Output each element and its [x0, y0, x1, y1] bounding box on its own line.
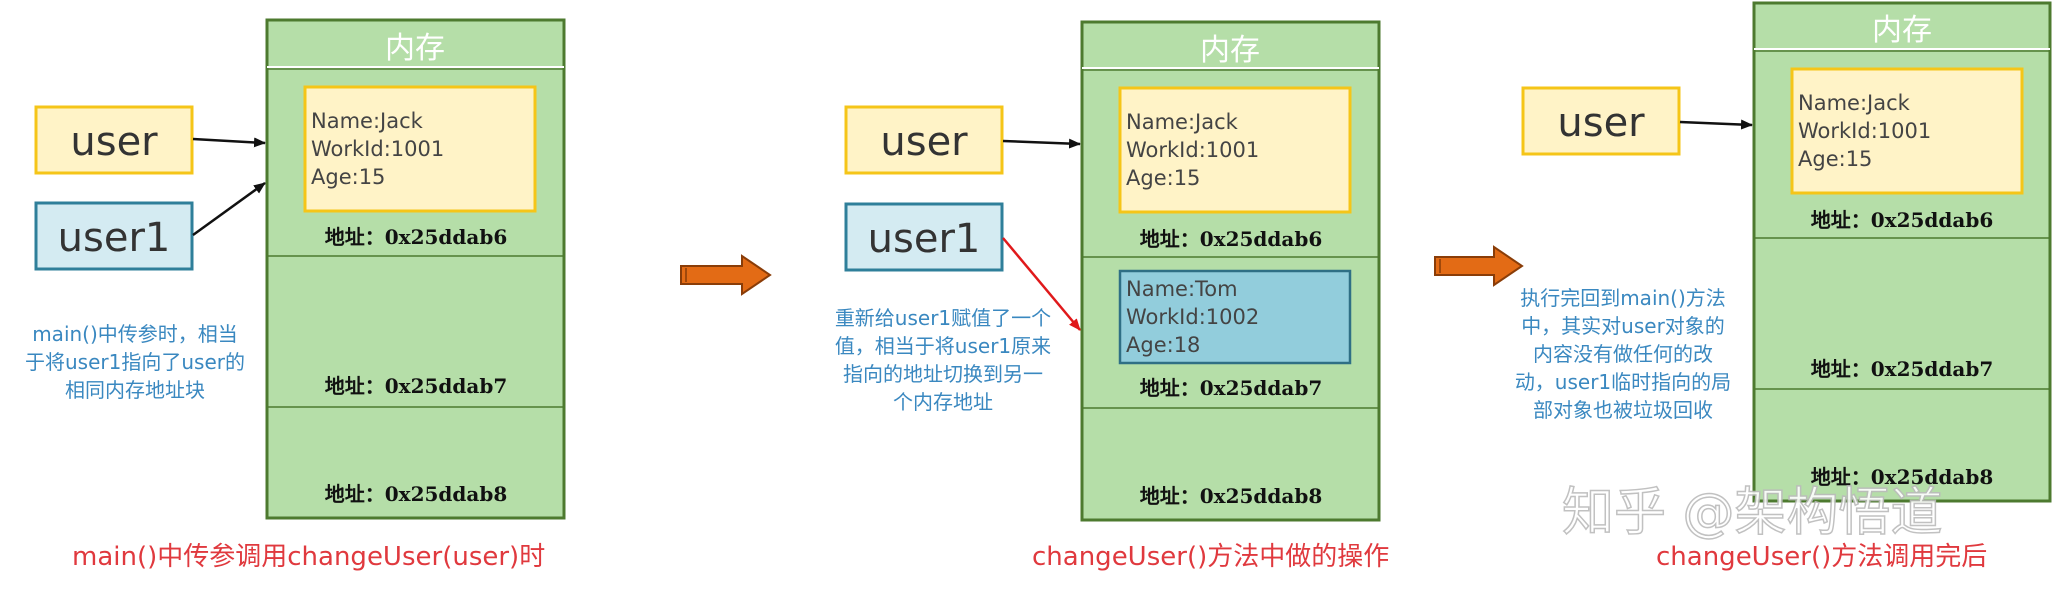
new-object-box	[1118, 269, 1352, 365]
user-object-box	[303, 85, 537, 213]
address-label: 地址：0x25ddab7	[1811, 357, 1994, 381]
user1-variable-box	[34, 201, 194, 271]
user-variable-label: user	[880, 119, 968, 165]
note-line: main()中传参时，相当	[32, 322, 238, 346]
address-label: 地址：0x25ddab6	[1140, 227, 1323, 251]
object-workid: WorkId:1001	[1126, 138, 1259, 162]
panel-caption: main()中传参调用changeUser(user)时	[72, 542, 545, 572]
note-line: 重新给user1赋值了一个	[835, 306, 1051, 330]
note-line: 值，相当于将user1原来	[835, 334, 1051, 358]
panel-3: 内存 Name:Jack WorkId:1001 Age:15 地址：0x25d…	[1515, 1, 2052, 572]
memory-title: 内存	[385, 31, 445, 66]
object-workid: WorkId:1001	[311, 137, 444, 161]
new-object-name: Name:Tom	[1126, 277, 1238, 301]
object-age: Age:15	[1798, 147, 1872, 171]
user-variable-box	[1521, 86, 1681, 156]
note-line: 执行完回到main()方法	[1520, 286, 1726, 310]
panel-caption: changeUser()方法调用完后	[1656, 542, 1987, 572]
object-name: Name:Jack	[1798, 91, 1911, 115]
user-pointer-arrow	[1679, 119, 1753, 130]
object-workid: WorkId:1001	[1798, 119, 1931, 143]
address-label: 地址：0x25ddab8	[1140, 484, 1323, 508]
panel-1: 内存 Name:Jack WorkId:1001 Age:15 地址：0x25d…	[25, 18, 566, 572]
object-age: Age:15	[311, 165, 385, 189]
panel-caption: changeUser()方法中做的操作	[1032, 542, 1389, 572]
address-label: 地址：0x25ddab6	[325, 225, 508, 249]
object-name: Name:Jack	[1126, 110, 1239, 134]
user-variable-label: user	[1557, 100, 1645, 146]
memory-title: 内存	[1872, 13, 1932, 48]
note-line: 个内存地址	[893, 390, 993, 414]
address-label: 地址：0x25ddab7	[1140, 376, 1323, 400]
memory-title: 内存	[1200, 33, 1260, 68]
note-line: 中，其实对user对象的	[1521, 314, 1725, 338]
transition-arrow-icon	[680, 254, 772, 296]
note-line: 动，user1临时指向的局	[1515, 370, 1731, 394]
note-line: 相同内存地址块	[65, 378, 205, 402]
user-variable-box	[844, 105, 1004, 175]
user-variable-box	[34, 105, 194, 175]
object-name: Name:Jack	[311, 109, 424, 133]
user-variable-label: user	[70, 119, 158, 165]
user1-variable-label: user1	[58, 215, 171, 261]
note-line: 部对象也被垃圾回收	[1533, 398, 1713, 422]
user-object-box	[1118, 86, 1352, 214]
address-label: 地址：0x25ddab7	[325, 374, 508, 398]
transition-arrow-icon	[1434, 245, 1524, 287]
user-object-box	[1790, 67, 2024, 195]
user1-reassign-arrow	[1002, 237, 1081, 331]
new-object-age: Age:18	[1126, 333, 1200, 357]
watermark: 知乎 @架构悟道	[1562, 483, 1943, 543]
user1-variable-box	[844, 202, 1004, 272]
note-line: 内容没有做任何的改	[1533, 342, 1713, 366]
object-age: Age:15	[1126, 166, 1200, 190]
address-label: 地址：0x25ddab8	[1811, 465, 1994, 489]
new-object-workid: WorkId:1002	[1126, 305, 1259, 329]
note-line: 指向的地址切换到另一	[843, 362, 1043, 386]
note-line: 于将user1指向了user的	[25, 350, 245, 374]
user-pointer-arrow	[192, 137, 266, 148]
address-label: 地址：0x25ddab6	[1811, 208, 1994, 232]
panel-2: 内存 Name:Jack WorkId:1001 Age:15 Name:Tom…	[835, 20, 1389, 572]
user-pointer-arrow	[1002, 138, 1081, 149]
user1-variable-label: user1	[868, 216, 981, 262]
address-label: 地址：0x25ddab8	[325, 482, 508, 506]
user1-pointer-arrow	[192, 181, 266, 237]
